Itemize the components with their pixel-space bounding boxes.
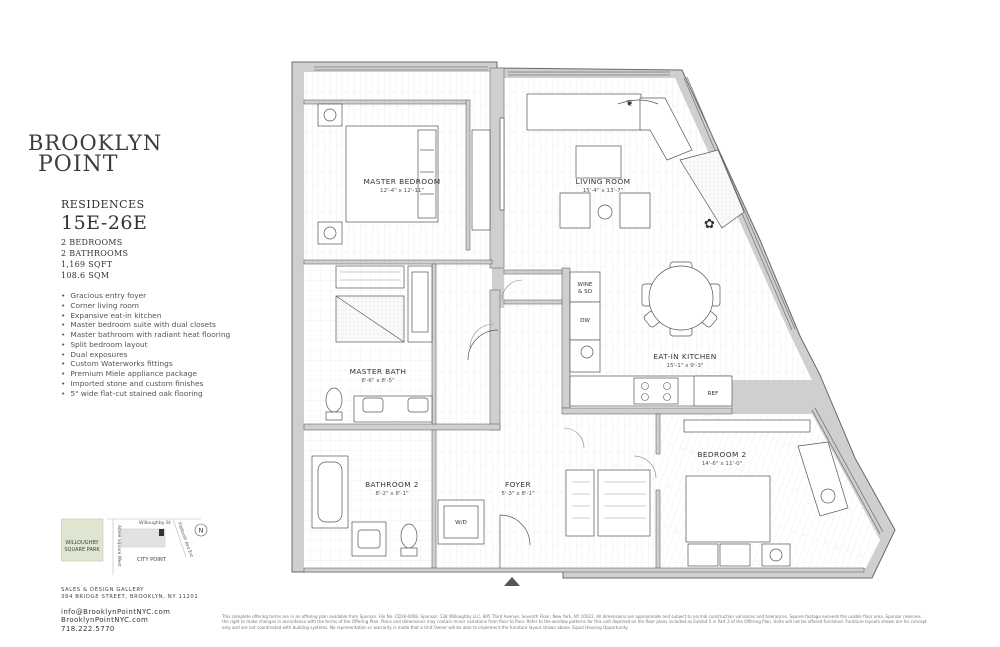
location-map: WILLOUGHBY SQUARE PARK Willoughby St Alb… [61, 518, 208, 575]
dims-eat-in-kitchen: 15'-1" x 9'-3" [667, 363, 704, 369]
compass-label: N [199, 527, 204, 535]
willoughby-street-label: Willoughby St [139, 520, 171, 526]
dims-master-bath: 8'-6" x 8'-5" [361, 378, 395, 384]
dims-foyer: 5'-3" x 8'-1" [501, 491, 535, 497]
label-master-bedroom: MASTER BEDROOM [364, 177, 441, 186]
floor-foyer [434, 430, 502, 568]
contact-website[interactable]: BrooklynPointNYC.com [61, 616, 149, 625]
residence-unit: 15E-26E [61, 212, 148, 234]
floor-master-closet [434, 262, 492, 424]
albee-square-label: Albee Square West [116, 525, 122, 567]
feature-item: Expansive eat-in kitchen [61, 311, 230, 321]
disclaimer-line: only and are not coordinated with buildi… [222, 624, 629, 630]
feature-item: Dual exposures [61, 350, 230, 360]
feature-item: Gracious entry foyer [61, 291, 230, 301]
master-bath-fixtures [325, 265, 433, 423]
plant-icon: ❦ [626, 99, 634, 109]
living-furniture [526, 93, 745, 229]
windows [314, 66, 884, 535]
site-marker [159, 529, 164, 536]
stove-burners [641, 382, 671, 401]
willoughby-square-park [61, 518, 104, 562]
dims-bathroom-2: 8'-2" x 8'-1" [375, 491, 409, 497]
feature-item: Custom Waterworks fittings [61, 359, 230, 369]
city-point-block [120, 528, 166, 548]
label-master-bath: MASTER BATH [350, 367, 407, 376]
feature-item: Imported stone and custom finishes [61, 379, 230, 389]
feature-item: Split bedroom layout [61, 340, 230, 350]
label-bathroom-2: BATHROOM 2 [365, 480, 419, 489]
contact-email[interactable]: info@BrooklynPointNYC.com [61, 608, 171, 616]
label-foyer: FOYER [505, 480, 531, 489]
kitchen-cabinets [569, 271, 733, 407]
feature-item: Premium Miele appliance package [61, 369, 230, 379]
label-wine-1: WINE [578, 282, 593, 288]
feature-item: Master bathroom with radiant heat floori… [61, 330, 230, 340]
master-bed [317, 103, 505, 245]
city-point-label: CITY POINT [137, 557, 167, 563]
park-label-2: SQUARE PARK [64, 547, 100, 553]
dims-bedroom-2: 14'-6" x 11'-0" [702, 461, 743, 467]
brand-line-2: POINT [38, 152, 119, 177]
residence-info: RESIDENCES 15E-26E 2 BEDROOMS 2 BATHROOM… [61, 198, 221, 281]
dims-master-bedroom: 12'-4" x 12'-11" [380, 188, 424, 194]
entry-arrow-icon [504, 577, 520, 586]
disclaimer-line: the right to make changes in accordance … [222, 619, 927, 625]
area-sqft: 1,169 SQFT [61, 260, 113, 269]
interior-walls [303, 67, 865, 573]
brand-line-1: BROOKLYN [28, 131, 163, 155]
label-living-room: LIVING ROOM [576, 177, 631, 186]
compass-icon [194, 523, 208, 537]
gallery-address: 384 BRIDGE STREET, BROOKLYN, NY 11201 [61, 594, 199, 600]
park-label-1: WILLOUGHBY [65, 540, 99, 546]
bath-2-fixtures [311, 455, 418, 557]
foyer-fixtures [437, 329, 651, 568]
contact-phone[interactable]: 718.222.5770 [61, 624, 115, 633]
hanging-rods [340, 271, 646, 519]
dining-table [641, 261, 721, 337]
brand-logo: BROOKLYN POINT [28, 132, 178, 176]
legal-disclaimer: This complete offering terms are in an o… [222, 614, 978, 630]
bedroom-2-furniture [683, 419, 849, 567]
label-refrigerator: REF [708, 391, 719, 397]
feature-item: Master bedroom suite with dual closets [61, 320, 230, 330]
feature-item: Corner living room [61, 301, 230, 311]
bedroom-count: 2 BEDROOMS [61, 238, 123, 247]
feature-list: Gracious entry foyer Corner living room … [61, 291, 230, 398]
label-bedroom-2: BEDROOM 2 [697, 450, 746, 459]
label-washer-dryer: W/D [455, 520, 467, 526]
floor-hall [500, 308, 562, 570]
gallery-title: SALES & DESIGN GALLERY [61, 587, 145, 593]
plant-icon: ✿ [704, 217, 715, 232]
area-sqm: 108.6 SQM [61, 271, 110, 280]
label-wine-2: & SO [578, 289, 593, 295]
label-eat-in-kitchen: EAT-IN KITCHEN [653, 352, 716, 361]
residence-label: RESIDENCES [61, 198, 145, 211]
feature-item: 5" wide flat-cut stained oak flooring [61, 389, 230, 399]
disclaimer-line: This complete offering terms are in an o… [222, 614, 921, 619]
door-swings [469, 279, 657, 479]
street-line [172, 518, 187, 558]
sales-gallery: SALES & DESIGN GALLERY 384 BRIDGE STREET… [61, 587, 251, 633]
bathroom-count: 2 BATHROOMS [61, 249, 129, 258]
dims-living-room: 15'-4" x 13'-7" [583, 188, 624, 194]
label-dishwasher: DW [580, 318, 590, 324]
